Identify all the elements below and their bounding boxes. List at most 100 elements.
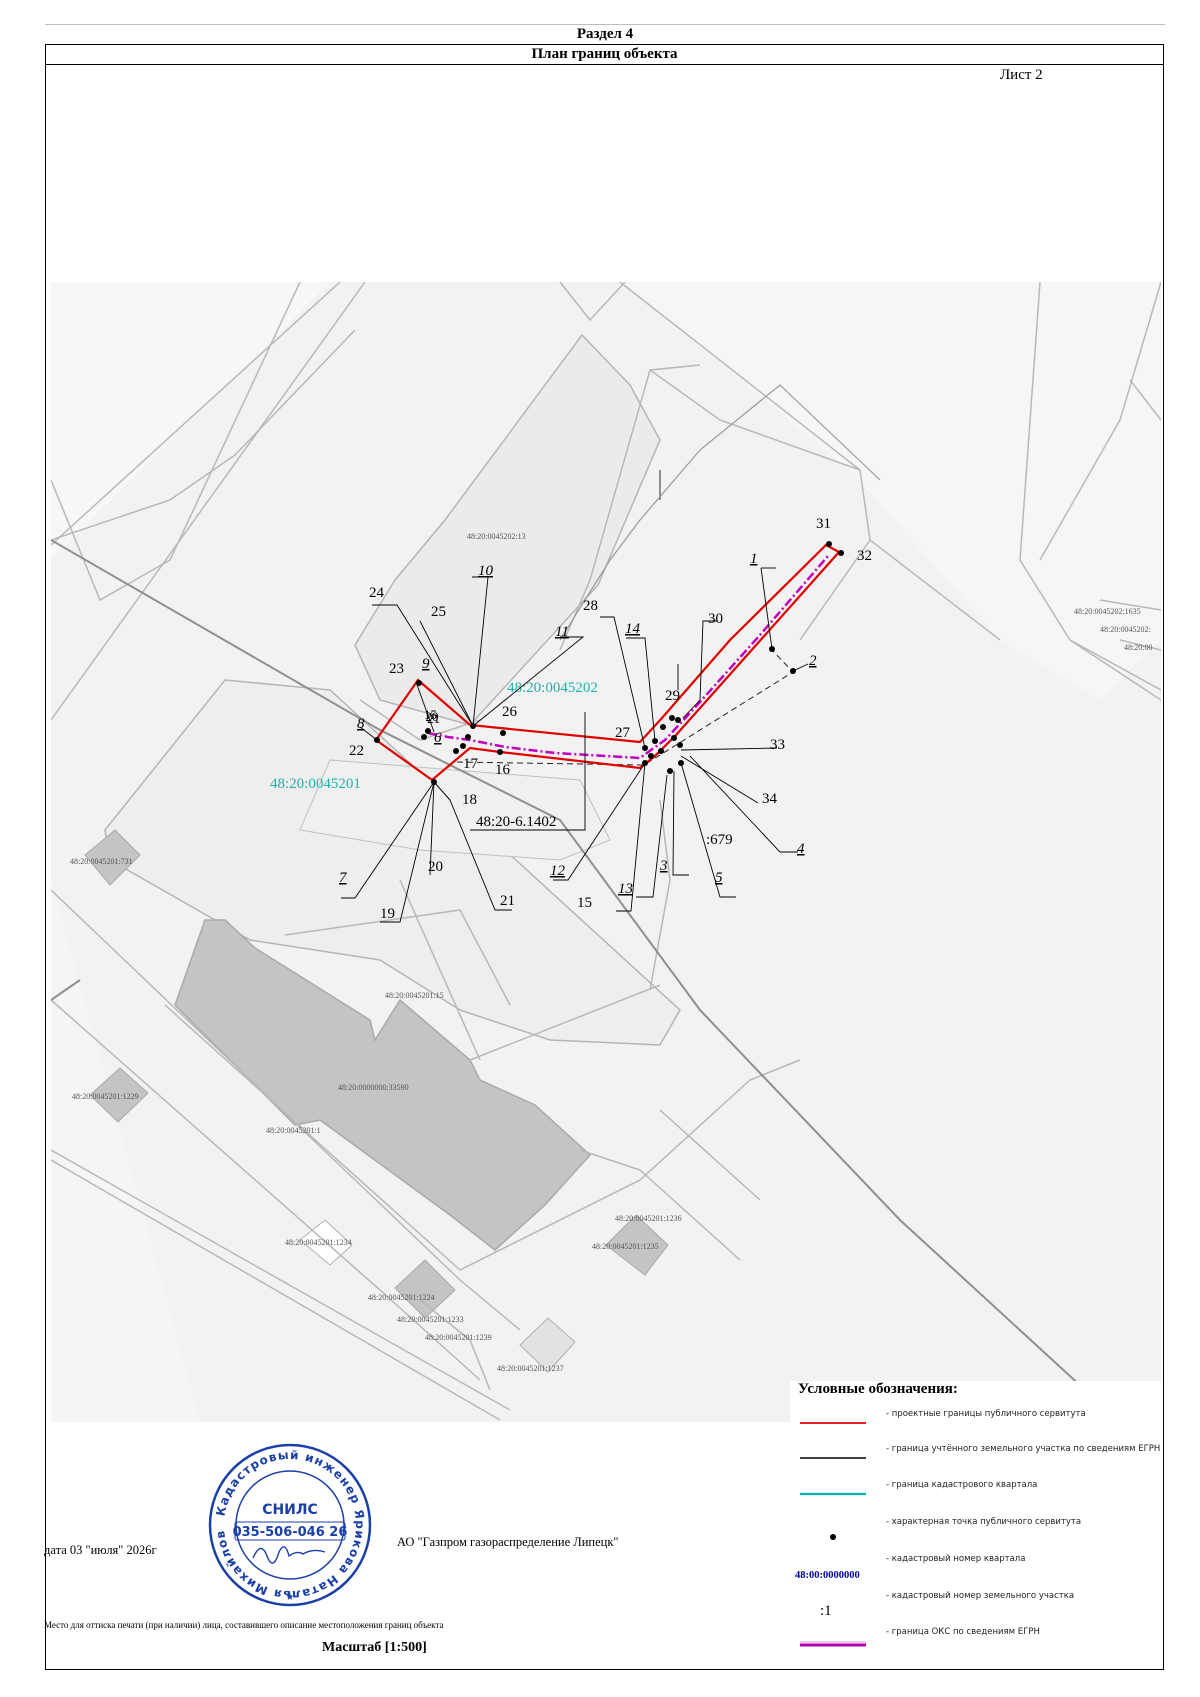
point-label: 12	[550, 863, 566, 879]
point-label: 16	[495, 762, 511, 778]
overlap-label: 152021	[424, 707, 440, 726]
point-label: 15	[577, 895, 592, 911]
map-base	[51, 282, 1161, 1422]
point-label: 23	[389, 661, 404, 677]
legend-row-quarter: - граница кадастрового квартала	[790, 1474, 1162, 1508]
sheet-number: Лист 2	[1000, 67, 1043, 83]
building-33590	[174, 919, 592, 1251]
point-dot-icon	[830, 1534, 836, 1540]
point-label: 20	[428, 859, 443, 875]
parcel-13	[354, 333, 661, 726]
parcel-line-icon	[800, 1457, 866, 1459]
parcel-label: 48:20:0045202:	[1100, 625, 1151, 634]
point-label: 13	[618, 881, 633, 897]
parcel-label: 48:20:0045202:1635	[1074, 607, 1141, 616]
stamp-title: СНИЛС	[262, 1502, 318, 1518]
legend-text: - граница учтённого земельного участка п…	[886, 1444, 1161, 1454]
point-label: 33	[770, 737, 785, 753]
sheet-frame	[45, 44, 1164, 1670]
point-label: 26	[502, 704, 518, 720]
oks-line	[427, 555, 829, 760]
point-label: 8	[357, 716, 365, 732]
parcel-label: 48:20:0000000:33590	[338, 1083, 409, 1092]
parcel-label: 48:20:0045201:15	[385, 991, 444, 1000]
point-label: 11	[555, 624, 569, 640]
point-label: 17	[463, 756, 479, 772]
legend-title: Условные обозначения:	[798, 1381, 958, 1397]
parcel-number-sample: :1	[820, 1603, 832, 1619]
legend-text: - кадастровый номер квартала	[886, 1554, 1026, 1564]
point-label: 5	[715, 870, 723, 886]
point-label: 31	[816, 516, 831, 532]
legend-text: - проектные границы публичного сервитута	[886, 1409, 1086, 1419]
quarter-label: 48:20:0045201	[270, 776, 361, 792]
point-label: 25	[431, 604, 446, 620]
legend-row-parcel: - граница учтённого земельного участка п…	[790, 1438, 1162, 1472]
legend-row-quarter-number: 48:00:0000000 - кадастровый номер кварта…	[790, 1548, 1162, 1582]
quarter-number-sample: 48:00:0000000	[795, 1570, 860, 1581]
footer-date: дата 03 "июля" 2026г	[44, 1543, 157, 1557]
point-label: 32	[857, 548, 872, 564]
servitude-boundary	[374, 543, 841, 782]
top-rule	[45, 24, 1165, 25]
point-label: 29	[665, 688, 680, 704]
parcel-label: 48:20:0045201:1235	[592, 1242, 659, 1251]
point-label: 22	[349, 743, 364, 759]
point-label: 34	[762, 791, 778, 807]
leader-lines	[341, 567, 809, 923]
svg-text:★: ★	[286, 1592, 295, 1603]
building-1235	[605, 1214, 669, 1276]
legend-row-oks: - граница ОКС по сведениям ЕГРН	[790, 1621, 1162, 1655]
point-label: 14	[625, 621, 641, 637]
parcel-label: 48:20:0045201:1234	[285, 1238, 352, 1247]
point-label: 10	[478, 563, 494, 579]
legend-text: - кадастровый номер земельного участка	[886, 1591, 1075, 1601]
parcel-label: 48:20:0045201:1239	[425, 1333, 492, 1342]
point-label: 28	[583, 598, 598, 614]
servitude-points	[374, 541, 844, 785]
legend-row-parcel-number: :1 - кадастровый номер земельного участк…	[790, 1585, 1162, 1619]
section-title: Раздел 4	[576, 26, 634, 42]
parcel-label: 48:20:0045202:13	[467, 532, 526, 541]
legend-text: - граница кадастрового квартала	[886, 1480, 1038, 1490]
point-label: 7	[339, 870, 348, 886]
legend-row-point: - характерная точка публичного сервитута	[790, 1511, 1162, 1545]
stamp-number: 035-506-046 26	[233, 1525, 348, 1540]
point-label: 1	[750, 551, 758, 567]
parcel-label: 48:20:0045201:731	[70, 857, 133, 866]
parcel-label: 48:20:0045201:1224	[368, 1293, 435, 1302]
legend-text: - характерная точка публичного сервитута	[886, 1517, 1082, 1527]
point-label: 27	[615, 725, 631, 741]
point-label: 21	[500, 893, 515, 909]
point-label: 3	[659, 858, 668, 874]
footer-place: Место для оттиска печати (при наличии) л…	[44, 1620, 444, 1630]
parcel-label: 48:20:0045201:1237	[497, 1364, 564, 1373]
parcel-label: 48:20:0045201:1236	[615, 1214, 682, 1223]
dashed-boundary	[456, 649, 794, 766]
page-title: План границ объекта	[45, 44, 1164, 65]
quarter-label: 48:20:0045202	[507, 680, 598, 696]
parcel-label: 48:20:0045201:1	[266, 1126, 321, 1135]
zone-label: 48:20-6.1402	[476, 814, 556, 830]
servitude-line-icon	[800, 1422, 866, 1424]
point-label: 19	[380, 906, 395, 922]
legend-text: - граница ОКС по сведениям ЕГРН	[886, 1627, 1040, 1637]
legend: Условные обозначения: - проектные границ…	[790, 1381, 1162, 1668]
point-label: 6	[434, 730, 442, 746]
point-label: 2	[809, 653, 817, 669]
point-label: 30	[708, 611, 723, 627]
footer-org: АО "Газпром газораспределение Липецк"	[397, 1535, 619, 1549]
quarter-line-icon	[800, 1492, 866, 1496]
point-label: 4	[797, 841, 805, 857]
oks-line-icon	[800, 1641, 866, 1647]
parcel-label: 48:20:00	[1124, 643, 1152, 652]
legend-row-servitude: - проектные границы публичного сервитута	[790, 1403, 1162, 1437]
parcel-label: 48:20:0045201:1229	[72, 1092, 139, 1101]
footer-scale: Масштаб [1:500]	[322, 1640, 427, 1655]
point-label: :679	[706, 832, 733, 848]
signature	[252, 1546, 326, 1564]
point-label: 18	[462, 792, 477, 808]
building-731	[84, 829, 141, 886]
building-1229	[89, 1067, 149, 1123]
